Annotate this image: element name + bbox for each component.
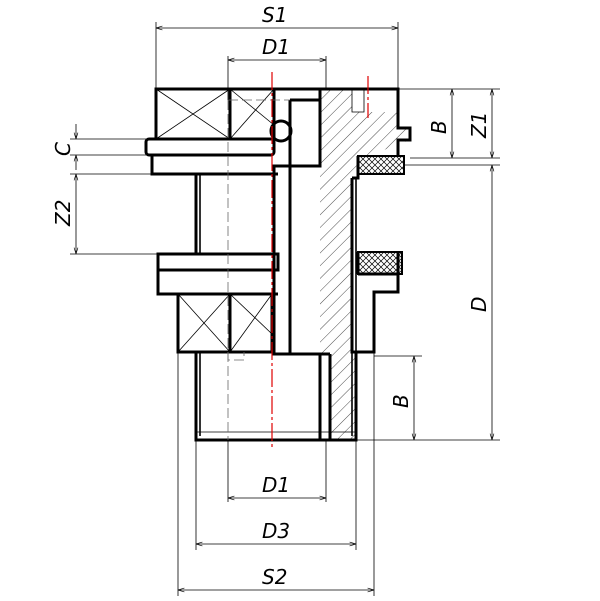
dim-label-d3: D3: [262, 519, 290, 543]
dim-label-d1-top: D1: [262, 35, 290, 59]
section-hatch: [320, 90, 410, 440]
dim-label-s1: S1: [262, 3, 287, 27]
dim-label-s2: S2: [262, 565, 287, 589]
dim-label-d: D: [467, 297, 491, 312]
lower-gasket: [357, 251, 403, 275]
dim-label-b-top: B: [427, 120, 451, 134]
dim-label-b-bottom: B: [389, 394, 413, 408]
dim-label-c: C: [51, 142, 75, 156]
dim-label-z1: Z1: [467, 112, 491, 139]
dim-label-z2: Z2: [51, 200, 75, 227]
hidden-lines: [227, 99, 290, 440]
dim-label-d1-bottom: D1: [262, 473, 290, 497]
upper-gasket: [357, 155, 405, 175]
dimensions: [70, 22, 500, 596]
